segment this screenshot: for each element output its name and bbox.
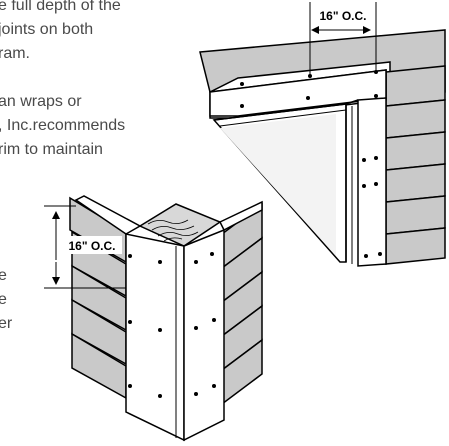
nail-dots-head [240,70,382,258]
text-line-4: an wraps or [0,93,82,110]
dimension-left: 16" O.C. [44,205,126,289]
text-line-9: er [0,315,13,332]
wall-siding-right [385,65,446,265]
text-line-8: e [0,291,7,308]
side-trim-board [357,97,387,267]
right-wall-siding [221,202,263,406]
text-line-7: e [0,267,7,284]
corner-trim-left-board [125,233,185,442]
text-line-6: rim to maintain [0,141,103,158]
corner-trim-right-board [183,228,225,442]
text-line-3: ram. [0,45,30,62]
corner-trim-illustration: 16" O.C. [44,195,263,442]
nail-dots-corner [128,252,216,398]
text-line-5: , Inc.recommends [0,117,126,134]
dimension-top: 16" O.C. [309,2,377,76]
dimension-label-left: 16" O.C. [68,239,115,253]
dimension-label-top: 16" O.C. [319,9,366,23]
window-trim-illustration: 16" O.C. [199,2,446,267]
text-line-1: e full depth of the [0,0,121,14]
text-line-2: joints on both [0,21,94,38]
